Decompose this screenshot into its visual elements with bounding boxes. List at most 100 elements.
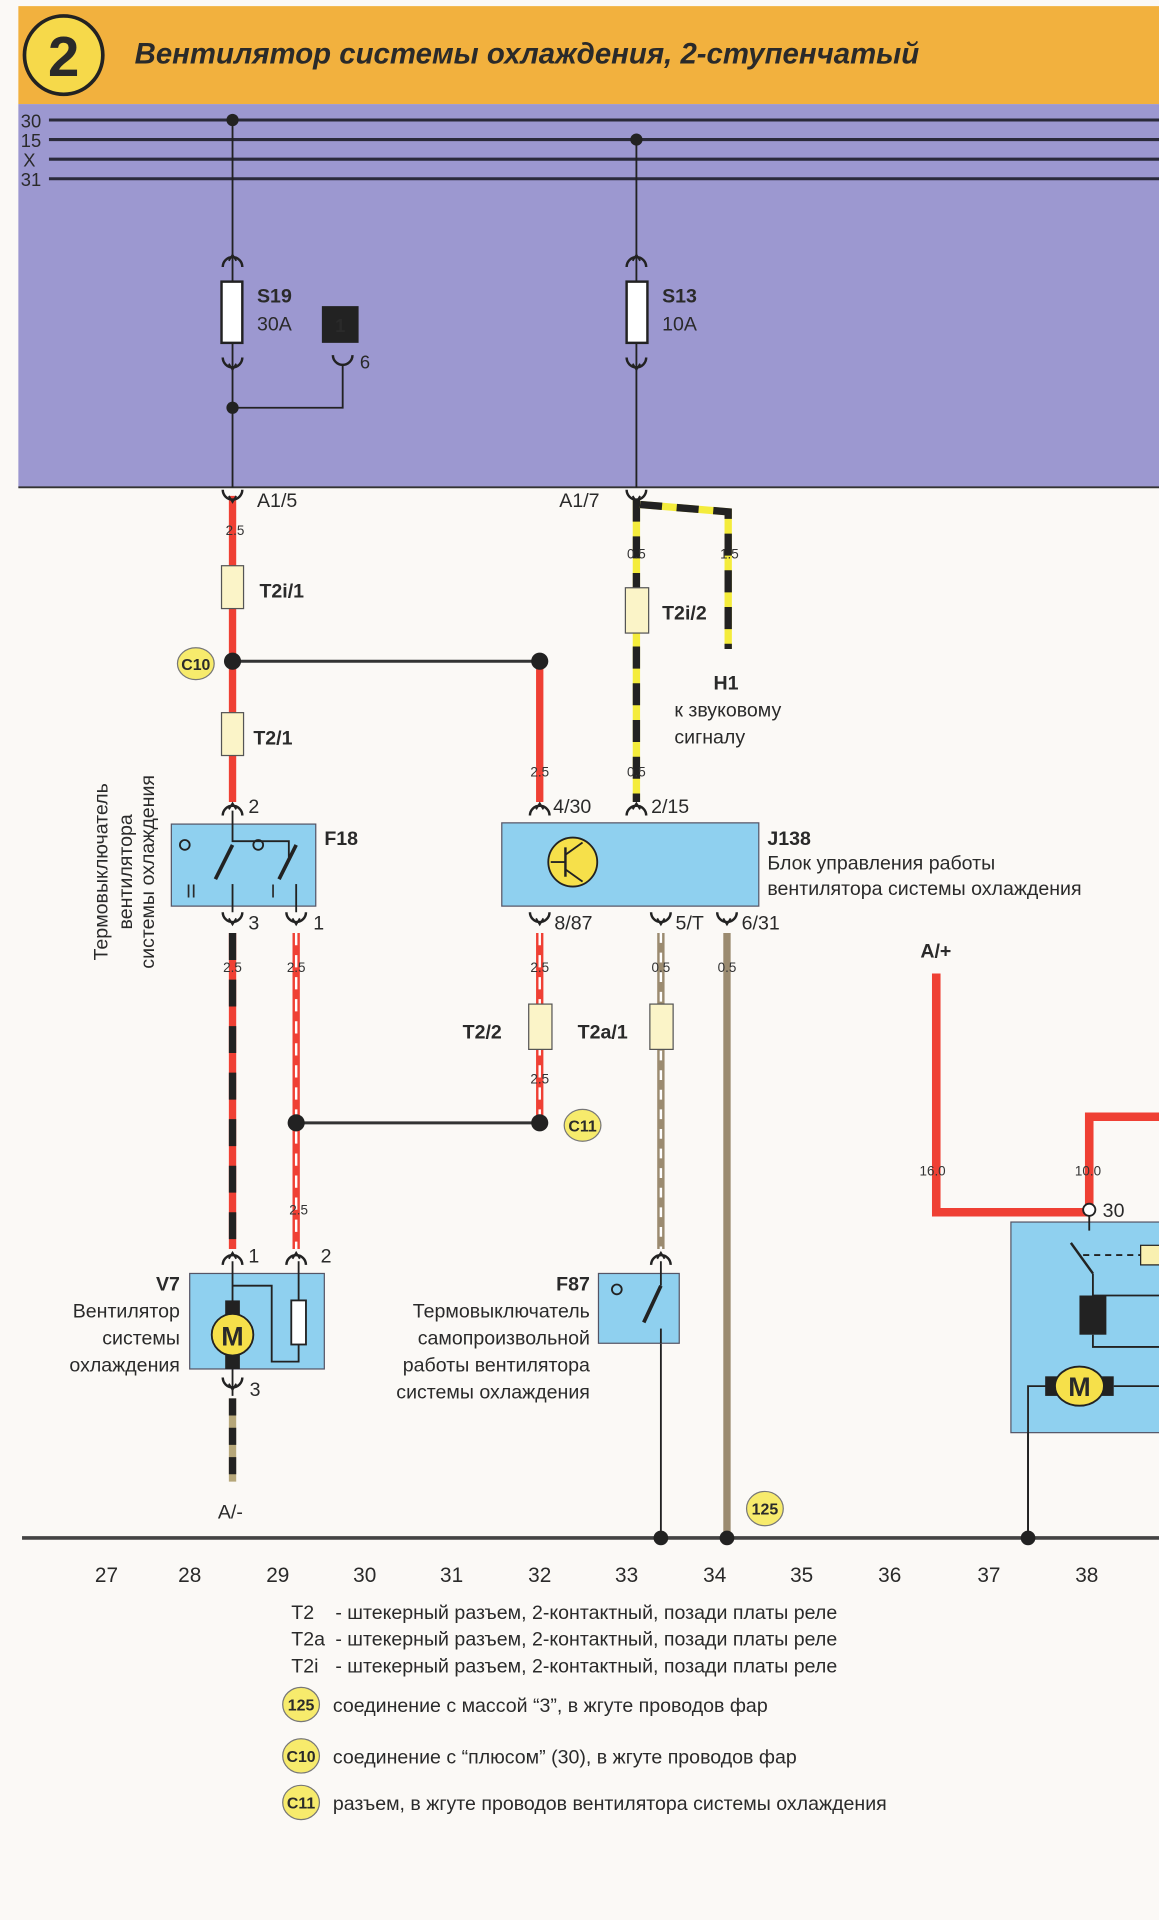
wire-size-labels: 2.5 0.5 1.5 2.5 0.5 2.5 2.5 2.5 0.5 0.5 …	[223, 523, 1101, 1218]
v7-id: V7	[156, 1274, 180, 1296]
svg-text:соединение с “плюсом” (30), в: соединение с “плюсом” (30), в жгуте пров…	[333, 1746, 797, 1768]
bus-lines	[48, 118, 1159, 181]
fan-motor-v7: 1 2 M 3 V7 Вентилятор системы охлаждения	[69, 1245, 331, 1400]
svg-text:0.5: 0.5	[718, 960, 737, 975]
svg-text:C11: C11	[287, 1796, 315, 1813]
svg-text:разъем, в жгуте проводов венти: разъем, в жгуте проводов вентилятора сис…	[333, 1793, 887, 1815]
svg-text:6: 6	[360, 352, 370, 373]
svg-text:1: 1	[248, 1245, 259, 1267]
svg-text:системы охлаждения: системы охлаждения	[137, 775, 159, 969]
svg-text:36: 36	[878, 1564, 901, 1587]
connector-t2i-2-label: T2i/2	[662, 603, 707, 625]
svg-text:29: 29	[266, 1564, 289, 1587]
svg-text:Термовыключатель: Термовыключатель	[413, 1301, 590, 1323]
connector-a1-5-label: A1/5	[257, 490, 297, 512]
j138-id: J138	[767, 828, 811, 850]
svg-text:- штекерный разъем, 2-контактн: - штекерный разъем, 2-контактный, позади…	[335, 1656, 837, 1678]
svg-text:соединение с массой “3”, в жгу: соединение с массой “3”, в жгуте проводо…	[333, 1695, 768, 1717]
connector-a1-7	[625, 488, 648, 504]
svg-text:1: 1	[335, 315, 345, 336]
horn-id: H1	[714, 672, 739, 694]
junction-c11: C11	[563, 1108, 602, 1142]
svg-text:1: 1	[313, 912, 324, 934]
svg-text:M: M	[221, 1322, 243, 1352]
svg-text:4/30: 4/30	[553, 796, 591, 818]
svg-text:0.5: 0.5	[627, 546, 646, 561]
svg-text:30: 30	[353, 1564, 376, 1587]
header-band	[18, 6, 1159, 105]
svg-text:33: 33	[615, 1564, 638, 1587]
svg-text:2.5: 2.5	[530, 1072, 549, 1087]
svg-text:2: 2	[248, 796, 259, 818]
svg-text:самопроизвольной: самопроизвольной	[418, 1327, 590, 1349]
svg-text:системы охлаждения: системы охлаждения	[396, 1381, 590, 1403]
svg-text:C10: C10	[181, 657, 210, 674]
svg-text:2/15: 2/15	[651, 796, 689, 818]
svg-text:Вентилятор: Вентилятор	[73, 1301, 180, 1323]
svg-text:Термовыключатель: Термовыключатель	[91, 783, 113, 960]
relay-plate-marker: 1 6	[226, 306, 370, 414]
svg-text:C10: C10	[286, 1749, 315, 1766]
connector-t2i-1-label: T2i/1	[259, 581, 304, 603]
ground-terminal-label: A/-	[218, 1501, 243, 1523]
second-fan-unit: 30 M	[1010, 1200, 1159, 1538]
fuse-s19-rating: 30A	[257, 314, 293, 336]
thermo-switch-f18: 2 II I 3 1 F18 Термовыключатель вентилят…	[91, 775, 358, 969]
connector-t2-2-label: T2/2	[463, 1021, 502, 1043]
svg-text:T2: T2	[291, 1602, 314, 1624]
relay-plate-panel	[18, 104, 1159, 488]
fuse-s13-rating: 10A	[662, 314, 698, 336]
svg-text:125: 125	[288, 1698, 315, 1715]
svg-text:38: 38	[1075, 1564, 1098, 1587]
transistor-icon	[547, 836, 599, 888]
fuse-s13-id: S13	[662, 285, 697, 307]
badge-number: 2	[48, 25, 79, 88]
page-title: Вентилятор системы охлаждения, 2-ступенч…	[135, 38, 920, 71]
svg-text:2.5: 2.5	[530, 764, 549, 779]
svg-text:1.5: 1.5	[720, 546, 739, 561]
svg-text:2.5: 2.5	[289, 1203, 308, 1218]
svg-text:2.5: 2.5	[223, 960, 242, 975]
svg-text:16.0: 16.0	[919, 1164, 945, 1179]
svg-text:C11: C11	[568, 1118, 596, 1135]
svg-text:125: 125	[752, 1502, 779, 1519]
fuse-s13: S13 10A	[625, 133, 698, 488]
fuse-s19: S19 30A	[220, 113, 293, 488]
svg-text:31: 31	[440, 1564, 463, 1587]
svg-text:Блок управления работы: Блок управления работы	[767, 852, 995, 874]
horn-desc-2: сигналу	[674, 726, 745, 748]
svg-text:T2a: T2a	[291, 1629, 325, 1651]
connector-t2-1-label: T2/1	[253, 727, 292, 749]
svg-text:3: 3	[248, 912, 259, 934]
svg-text:30: 30	[1103, 1200, 1125, 1222]
control-unit-j138: 4/30 2/15 8/87 5/T 6/31 J138 Блок управл…	[501, 796, 1082, 934]
svg-text:системы: системы	[102, 1327, 180, 1349]
plug-connectors	[220, 565, 674, 1050]
ground-point-125: 125	[745, 1490, 784, 1527]
svg-text:10.0: 10.0	[1075, 1164, 1101, 1179]
svg-text:I: I	[270, 881, 275, 902]
svg-text:- штекерный разъем, 2-контактн: - штекерный разъем, 2-контактный, позади…	[335, 1629, 837, 1651]
svg-text:5/T: 5/T	[676, 912, 704, 934]
battery-plus-label: A/+	[920, 941, 951, 963]
f18-id: F18	[324, 828, 358, 850]
svg-text:II: II	[186, 881, 196, 902]
svg-text:32: 32	[528, 1564, 551, 1587]
connector-t2a-1-label: T2a/1	[578, 1021, 628, 1043]
fuse-s19-id: S19	[257, 285, 292, 307]
svg-text:2.5: 2.5	[226, 523, 245, 538]
svg-text:2.5: 2.5	[530, 960, 549, 975]
svg-text:28: 28	[178, 1564, 201, 1587]
horn-desc-1: к звуковому	[674, 699, 781, 721]
svg-text:вентилятора: вентилятора	[115, 814, 137, 929]
svg-text:- штекерный разъем, 2-контактн: - штекерный разъем, 2-контактный, позади…	[335, 1602, 837, 1624]
thermo-switch-f87: F87 Термовыключатель самопроизвольной ра…	[396, 1251, 680, 1403]
svg-text:T2i: T2i	[291, 1656, 318, 1678]
svg-text:0.5: 0.5	[652, 960, 671, 975]
svg-text:M: M	[1068, 1372, 1090, 1402]
motor-icon: M	[210, 1312, 255, 1357]
svg-text:2: 2	[321, 1245, 332, 1267]
svg-text:вентилятора системы охлаждения: вентилятора системы охлаждения	[767, 878, 1081, 900]
svg-text:охлаждения: охлаждения	[69, 1354, 180, 1376]
